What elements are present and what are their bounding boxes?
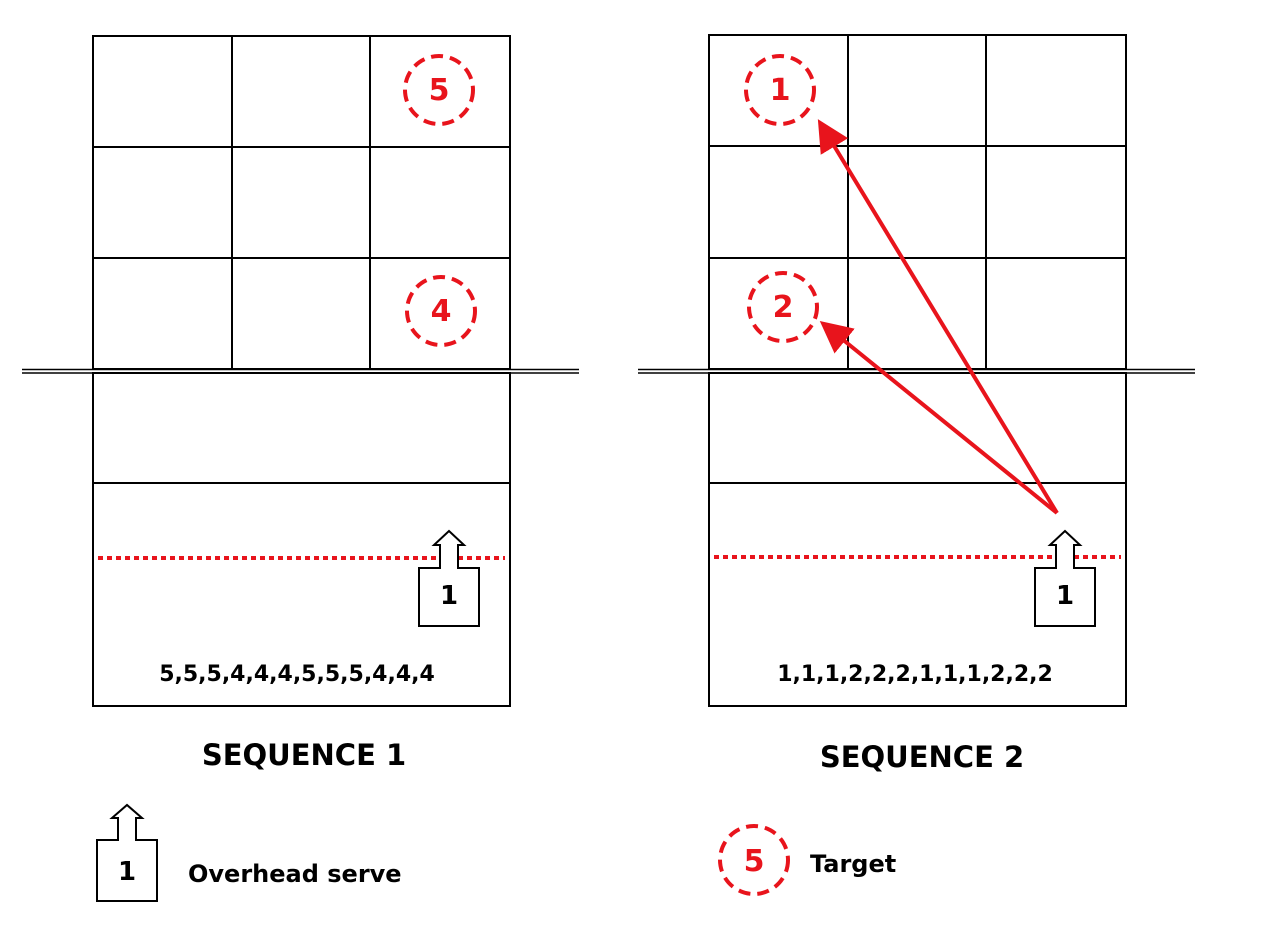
target-label: 5	[429, 73, 450, 108]
server-label: 1	[1056, 581, 1074, 611]
legend: 1 Overhead serve 5 Target	[96, 803, 896, 902]
target-marker-5: 5	[403, 54, 475, 126]
legend-serve-symbol-label: 1	[118, 857, 136, 887]
server-symbol: 1	[1034, 529, 1096, 627]
sequence-2-title: SEQUENCE 2	[820, 740, 1024, 774]
sequence-2-court: 1 2 1 1,1,1,2,2,2,1,1,1,2,2,2	[638, 34, 1195, 707]
target-label: 1	[770, 73, 791, 108]
legend-target-text: Target	[810, 850, 896, 878]
legend-target-symbol-label: 5	[744, 844, 765, 879]
target-label: 2	[773, 290, 794, 325]
sequence-order-text: 5,5,5,4,4,4,5,5,5,4,4,4	[159, 662, 435, 687]
legend-serve-text: Overhead serve	[188, 860, 402, 888]
court-serving-half	[92, 372, 511, 707]
court-serving-half	[708, 372, 1127, 707]
legend-serve: 1 Overhead serve	[96, 803, 402, 902]
target-marker-1: 1	[744, 54, 816, 126]
legend-target: 5 Target	[718, 824, 896, 896]
server-symbol: 1	[418, 529, 480, 627]
serve-arrow-to-target-2	[819, 320, 1059, 515]
sequence-1-title: SEQUENCE 1	[202, 738, 406, 772]
target-marker-2: 2	[747, 271, 819, 343]
serve-arrow-to-target-1	[817, 119, 1059, 515]
sequence-1-court: 5 4 1 5,5,5,4,4,4,5,5,5,4,4,4	[22, 35, 579, 707]
target-marker-4: 4	[405, 275, 477, 347]
target-label: 4	[431, 294, 452, 329]
sequence-order-text: 1,1,1,2,2,2,1,1,1,2,2,2	[777, 662, 1053, 687]
server-label: 1	[440, 581, 458, 611]
